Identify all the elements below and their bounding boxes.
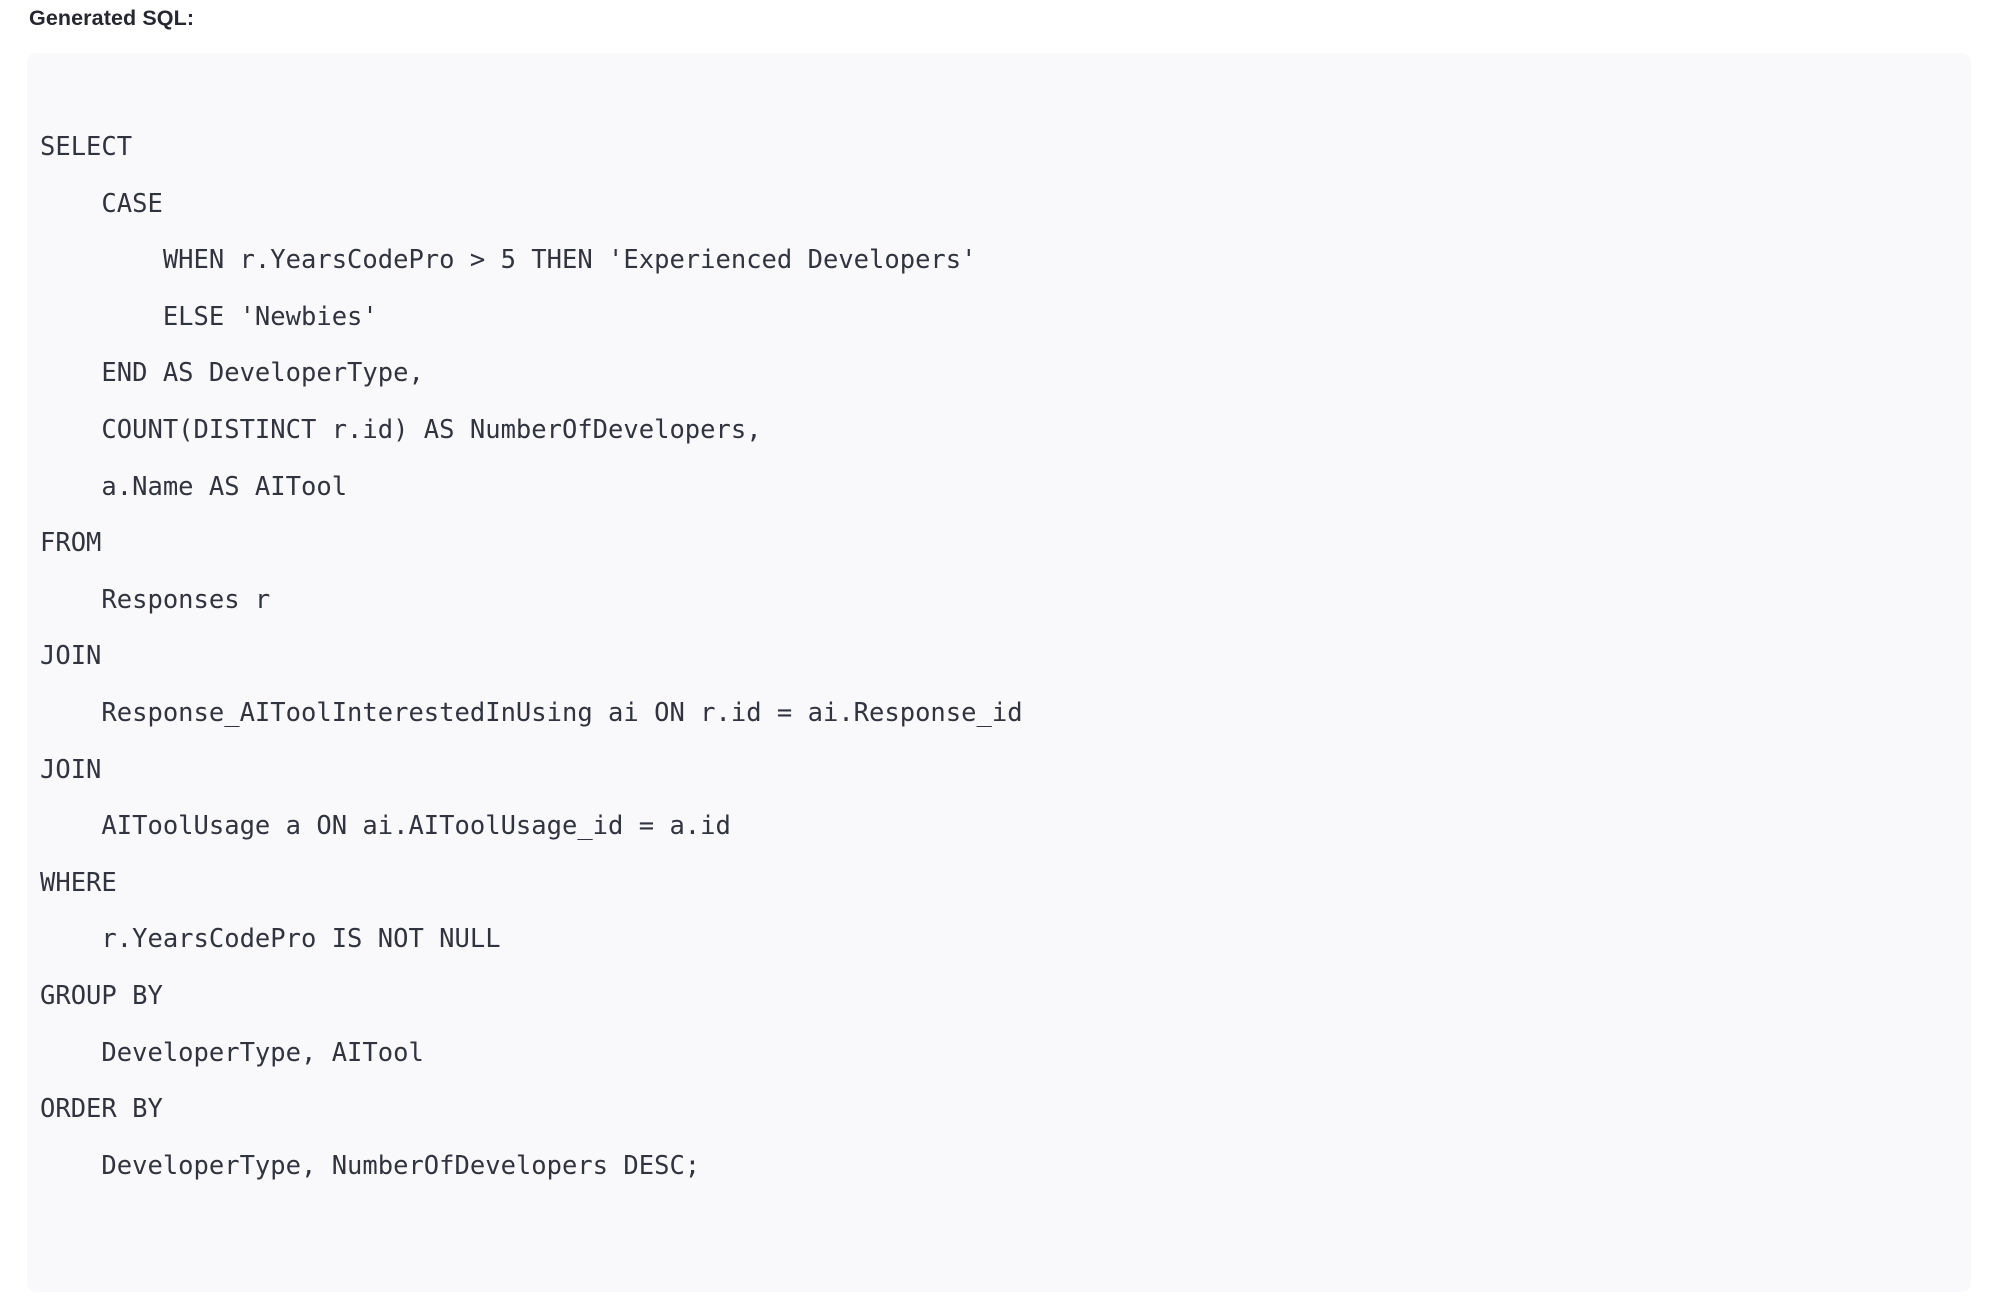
sql-code-line: Response_AIToolInterestedInUsing ai ON r… (40, 697, 1023, 728)
sql-code-line: END AS DeveloperType, (40, 358, 424, 389)
sql-code-line: a.Name AS AITool (40, 471, 348, 502)
sql-code-block: SELECT CASE WHEN r.YearsCodePro > 5 THEN… (27, 53, 1971, 1292)
sql-code-line: WHEN r.YearsCodePro > 5 THEN 'Experience… (40, 245, 977, 276)
sql-code-line: DeveloperType, NumberOfDevelopers DESC; (40, 1150, 701, 1181)
sql-code-text[interactable]: SELECT CASE WHEN r.YearsCodePro > 5 THEN… (27, 119, 1971, 1194)
sql-code-line: r.YearsCodePro IS NOT NULL (40, 924, 501, 955)
sql-code-line: JOIN (40, 754, 102, 785)
sql-code-line: GROUP BY (40, 980, 163, 1011)
page-title: Generated SQL: (29, 6, 195, 30)
sql-code-line: WHERE (40, 867, 117, 898)
sql-code-line: ELSE 'Newbies' (40, 301, 378, 332)
sql-code-line: AIToolUsage a ON ai.AIToolUsage_id = a.i… (40, 811, 731, 842)
sql-code-line: Responses r (40, 584, 271, 615)
sql-code-line: SELECT (40, 132, 133, 162)
sql-code-line: JOIN (40, 641, 102, 672)
sql-code-line: ORDER BY (40, 1094, 163, 1125)
sql-code-line: CASE (40, 188, 163, 219)
sql-code-line: FROM (40, 528, 102, 559)
sql-code-line: DeveloperType, AITool (40, 1037, 424, 1068)
sql-code-line: COUNT(DISTINCT r.id) AS NumberOfDevelope… (40, 414, 762, 445)
sql-code-content: SELECT CASE WHEN r.YearsCodePro > 5 THEN… (40, 119, 1947, 1194)
